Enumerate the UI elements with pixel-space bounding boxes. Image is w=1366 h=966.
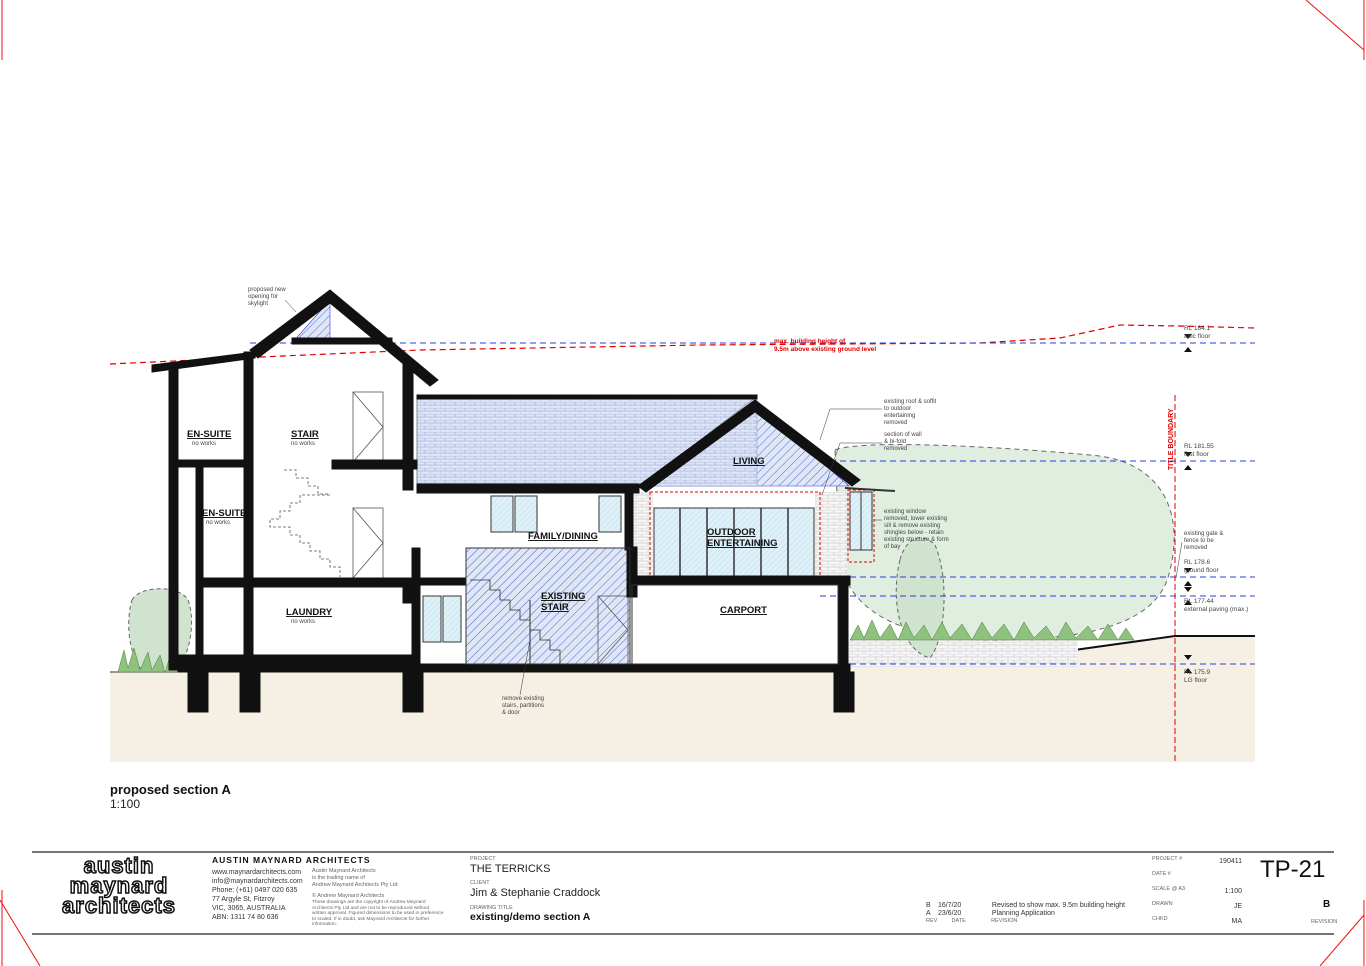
svg-text:& door: & door (502, 710, 520, 716)
svg-text:first floor: first floor (1184, 451, 1210, 458)
stair-flight (269, 469, 341, 577)
svg-text:no works: no works (206, 520, 230, 526)
svg-text:attic floor: attic floor (1184, 333, 1211, 340)
title-block-frame (32, 851, 1334, 935)
svg-text:external paving (max.): external paving (max.) (1184, 606, 1248, 613)
revision-row-a: A 23/6/20 Planning Application (926, 910, 1055, 917)
svg-text:existing gate &: existing gate & (1184, 531, 1223, 537)
svg-text:RL 184.1: RL 184.1 (1184, 325, 1211, 332)
sheet-number: TP-21 (1260, 856, 1326, 883)
thin-walls (465, 547, 839, 665)
outdoor-entertaining-windows (649, 491, 821, 577)
project-name: THE TERRICKS (470, 863, 551, 875)
section-title: proposed section A (110, 782, 231, 797)
svg-text:RL 175.9: RL 175.9 (1184, 669, 1211, 676)
svg-text:existing roof & soffit: existing roof & soffit (884, 399, 937, 405)
client-label: CLIENT (470, 880, 490, 886)
svg-text:no works: no works (291, 441, 315, 447)
svg-text:existing window: existing window (884, 509, 927, 515)
svg-text:of bay: of bay (884, 544, 900, 550)
svg-text:entertaining: entertaining (884, 413, 915, 419)
svg-text:LIVING: LIVING (733, 456, 765, 467)
svg-text:LG floor: LG floor (1184, 677, 1208, 684)
svg-text:OUTDOOR: OUTDOOR (707, 527, 756, 538)
svg-text:stairs, partitions: stairs, partitions (502, 703, 544, 709)
level-markers (1184, 334, 1192, 673)
svg-text:max. building height of: max. building height of (774, 338, 846, 345)
copyright-notice: © Andrew Maynard Architects These drawin… (312, 893, 444, 927)
svg-text:no works: no works (192, 441, 216, 447)
svg-text:fence to be: fence to be (1184, 538, 1214, 544)
room-labels: EN-SUITE no works STAIR no works EN-SUIT… (187, 429, 778, 625)
section-scale: 1:100 (110, 797, 141, 811)
svg-text:ground floor: ground floor (1184, 567, 1220, 574)
svg-text:STAIR: STAIR (541, 602, 569, 613)
family-dining-windows (490, 495, 622, 533)
svg-text:proposed new: proposed new (248, 287, 286, 293)
annotations: proposed new opening for skylight max. b… (248, 287, 1223, 716)
svg-text:EN-SUITE: EN-SUITE (202, 508, 246, 519)
level-labels: RL 184.1 attic floor RL 181.55 first flo… (1184, 325, 1248, 684)
brick-wall-left (633, 492, 653, 576)
svg-text:RL 181.55: RL 181.55 (1184, 443, 1214, 450)
svg-text:9.5m above existing ground lev: 9.5m above existing ground level (774, 346, 876, 353)
svg-text:sill & remove existing: sill & remove existing (884, 523, 940, 529)
svg-text:no works: no works (291, 619, 315, 625)
firm-trading-name: Austin Maynard Architects is the trading… (312, 868, 398, 888)
meta-table: PROJECT # 190411 DATE # SCALE @ A3 1:100… (1152, 856, 1242, 925)
revision-row-b: B 16/7/20 Revised to show max. 9.5m buil… (926, 902, 1125, 909)
revision-letter: B (1323, 899, 1331, 910)
svg-text:existing structure & form: existing structure & form (884, 537, 949, 543)
building-structure (151, 289, 861, 713)
svg-text:CARPORT: CARPORT (720, 605, 767, 616)
laundry-side-windows (422, 595, 462, 643)
svg-text:LAUNDRY: LAUNDRY (286, 607, 333, 618)
revision-label: REVISION (1311, 919, 1338, 925)
svg-text:ENTERTAINING: ENTERTAINING (707, 538, 778, 549)
svg-text:STAIR: STAIR (291, 429, 319, 440)
svg-text:EN-SUITE: EN-SUITE (187, 429, 231, 440)
svg-text:removed: removed (884, 420, 907, 426)
svg-text:& bi-fold: & bi-fold (884, 439, 906, 445)
firm-name: AUSTIN MAYNARD ARCHITECTS (212, 855, 371, 865)
drawing-title: existing/demo section A (470, 911, 591, 923)
svg-text:removed: removed (1184, 545, 1207, 551)
revision-headers: REV DATE REVISION (926, 918, 1018, 924)
title-boundary-label: TITLE BOUNDARY (1168, 408, 1175, 470)
svg-text:section of wall: section of wall (884, 432, 922, 438)
firm-contact: www.maynardarchitects.com info@maynardar… (212, 869, 303, 921)
svg-text:FAMILY/DINING: FAMILY/DINING (528, 531, 598, 542)
bay-window (844, 487, 896, 563)
svg-text:RL 178.6: RL 178.6 (1184, 559, 1211, 566)
svg-text:RL 177.44: RL 177.44 (1184, 598, 1214, 605)
client-name: Jim & Stephanie Craddock (470, 887, 601, 899)
svg-text:remove existing: remove existing (502, 696, 544, 702)
existing-stair-flight (470, 579, 561, 664)
svg-text:shingles below - retain: shingles below - retain (884, 530, 944, 536)
drawing-title-label: DRAWING TITLE (470, 905, 513, 911)
project-label: PROJECT (470, 856, 496, 862)
svg-text:removed: removed (884, 446, 907, 452)
svg-text:skylight: skylight (248, 301, 268, 307)
svg-text:removed, lower existing: removed, lower existing (884, 516, 947, 522)
svg-text:to outdoor: to outdoor (884, 406, 911, 412)
garden-brick-wall (848, 640, 1078, 667)
firm-logo: austin maynard architects (61, 853, 176, 918)
svg-text:EXISTING: EXISTING (541, 591, 585, 602)
svg-text:opening for: opening for (248, 294, 278, 300)
